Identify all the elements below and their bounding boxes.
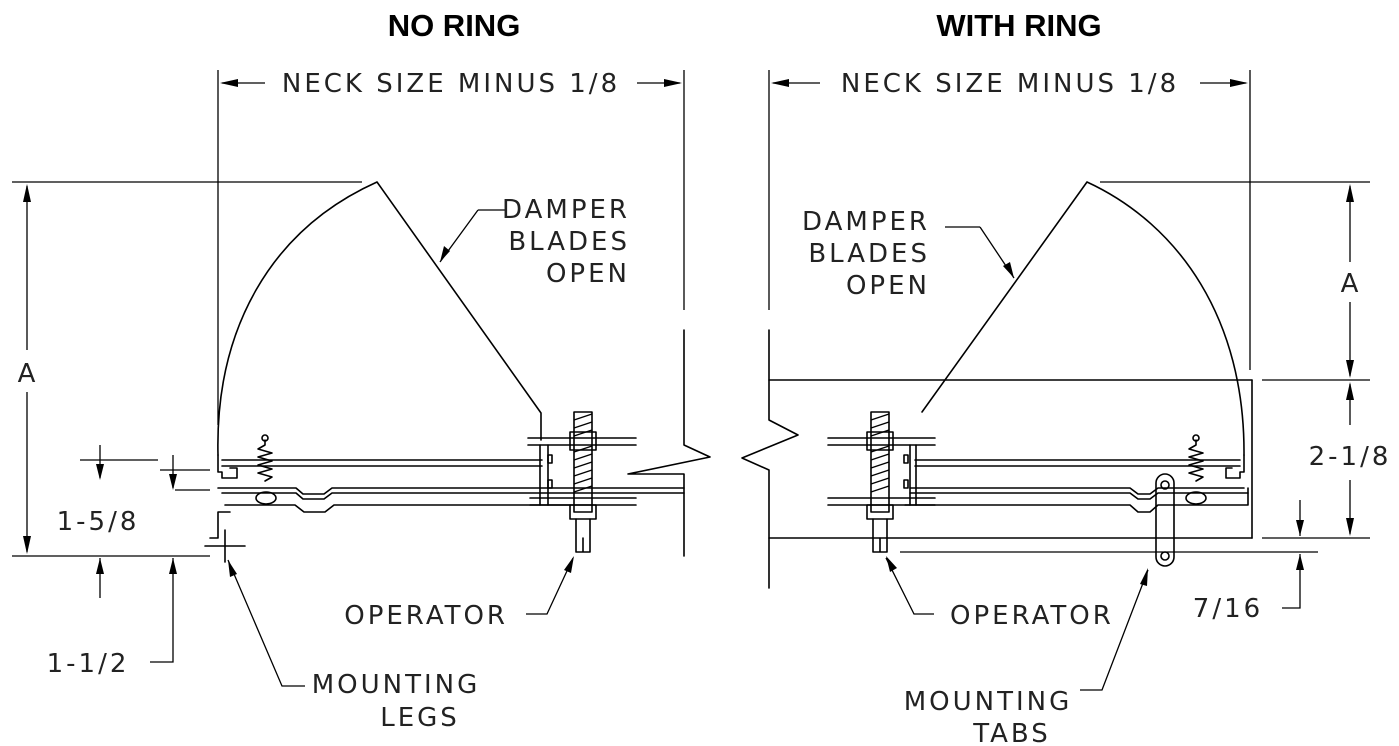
arrowhead-icon bbox=[1346, 360, 1354, 378]
screw-threads bbox=[573, 413, 593, 493]
title-with-ring: WITH RING bbox=[936, 8, 1101, 43]
mounting-legs-leader bbox=[227, 559, 305, 687]
arrowhead-icon bbox=[96, 464, 104, 480]
operator-collar bbox=[569, 504, 597, 520]
arrowhead-icon bbox=[564, 556, 574, 573]
damper-label-line1: DAMPER bbox=[502, 195, 630, 225]
mounting-bar-r bbox=[904, 487, 1249, 513]
arrowhead-icon bbox=[1296, 520, 1304, 536]
dim-2-1-8-label: 2-1/8 bbox=[1309, 442, 1392, 472]
damper-label-line3: OPEN bbox=[546, 259, 630, 289]
frame-edge-left bbox=[217, 454, 238, 479]
arrowhead-icon bbox=[169, 474, 177, 490]
frame-lower-rail bbox=[217, 487, 685, 495]
arrowhead-icon bbox=[1346, 184, 1354, 202]
dim-7-16-leader bbox=[1282, 554, 1301, 609]
arrowhead-icon bbox=[23, 184, 31, 202]
dim-7-16-label: 7/16 bbox=[1193, 594, 1263, 624]
arrowhead-icon bbox=[440, 246, 450, 262]
spring-left bbox=[257, 439, 273, 482]
dim-1-1-2-leader bbox=[150, 558, 174, 663]
dim-a-label-right: A bbox=[1341, 269, 1362, 299]
arrowhead-icon bbox=[220, 79, 238, 87]
damper-label-r-line2: BLADES bbox=[808, 239, 930, 269]
arrowhead-icon bbox=[1346, 518, 1354, 536]
damper-label-r-line3: OPEN bbox=[846, 271, 930, 301]
arrowhead-icon bbox=[228, 560, 237, 577]
operator-clip bbox=[547, 454, 553, 464]
spring-hook-right bbox=[1192, 434, 1200, 442]
operator-leader-right bbox=[885, 557, 934, 615]
damper-label-r-line1: DAMPER bbox=[802, 207, 930, 237]
mounting-legs-label-line2: LEGS bbox=[380, 703, 460, 733]
arrowhead-icon bbox=[96, 558, 104, 574]
mounting-tab-hole-bottom bbox=[1160, 551, 1170, 561]
operator-clip-r-b bbox=[903, 479, 909, 489]
mounting-legs-label-line1: MOUNTING bbox=[312, 670, 481, 700]
arrowhead-icon bbox=[23, 536, 31, 554]
operator-nut bbox=[569, 431, 597, 451]
mounting-tab bbox=[1155, 473, 1175, 567]
arrowhead-icon bbox=[771, 79, 789, 87]
mounting-leg bbox=[209, 511, 231, 539]
arrowhead-icon bbox=[664, 79, 682, 87]
neck-size-label: NECK SIZE MINUS 1/8 bbox=[282, 69, 620, 99]
arrowhead-icon bbox=[1140, 568, 1148, 586]
operator-key bbox=[575, 518, 591, 553]
arrowhead-icon bbox=[1296, 554, 1304, 570]
arrowhead-icon bbox=[1003, 262, 1014, 278]
arrowhead-icon bbox=[1346, 382, 1354, 400]
spring-pivot-left bbox=[255, 491, 277, 505]
operator-clip-b bbox=[547, 479, 553, 489]
operator-clip-r bbox=[903, 454, 909, 464]
damper-blade-left bbox=[217, 181, 542, 456]
dim-1-5-8-label: 1-5/8 bbox=[57, 507, 140, 537]
arrowhead-icon bbox=[169, 558, 177, 574]
break-line-left bbox=[627, 329, 711, 557]
spring-right bbox=[1188, 439, 1204, 482]
with-ring-view: NECK SIZE MINUS 1/8 A 2-1/8 7/16 D bbox=[741, 69, 1392, 746]
operator-label-left: OPERATOR bbox=[344, 601, 508, 631]
mounting-tabs-leader bbox=[1080, 569, 1149, 691]
break-line-right bbox=[741, 329, 799, 589]
title-no-ring: NO RING bbox=[388, 8, 521, 43]
dim-1-1-2-label: 1-1/2 bbox=[47, 649, 130, 679]
damper-label-line2: BLADES bbox=[508, 227, 630, 257]
operator-leader-left bbox=[526, 557, 574, 615]
mounting-tabs-label-line2: TABS bbox=[972, 719, 1051, 746]
mounting-tab-hole-top bbox=[1160, 480, 1170, 490]
arrowhead-icon bbox=[1230, 79, 1248, 87]
frame-lower-rail-r bbox=[909, 487, 1245, 495]
frame-lower-rail-inner bbox=[221, 492, 685, 500]
damper-blade-right bbox=[921, 181, 1245, 456]
operator-key-r bbox=[872, 518, 888, 553]
frame-edge-right bbox=[1225, 454, 1245, 479]
arrowhead-icon bbox=[886, 556, 897, 572]
operator-nut-r bbox=[866, 431, 894, 451]
spring-pivot-right bbox=[1185, 491, 1207, 505]
mounting-tabs-label-line1: MOUNTING bbox=[904, 687, 1073, 717]
dim-a-label: A bbox=[18, 359, 39, 389]
mounting-bar bbox=[224, 504, 571, 513]
screw-threads-r bbox=[870, 413, 890, 493]
operator-label-right: OPERATOR bbox=[950, 601, 1114, 631]
frame-lower-rail-inner-r bbox=[909, 492, 1249, 500]
neck-size-label-right: NECK SIZE MINUS 1/8 bbox=[841, 69, 1179, 99]
spring-hook-left bbox=[261, 434, 269, 442]
operator-collar-r bbox=[866, 504, 894, 520]
no-ring-view: NECK SIZE MINUS 1/8 A DAMPER BLADES OPEN bbox=[12, 69, 711, 733]
